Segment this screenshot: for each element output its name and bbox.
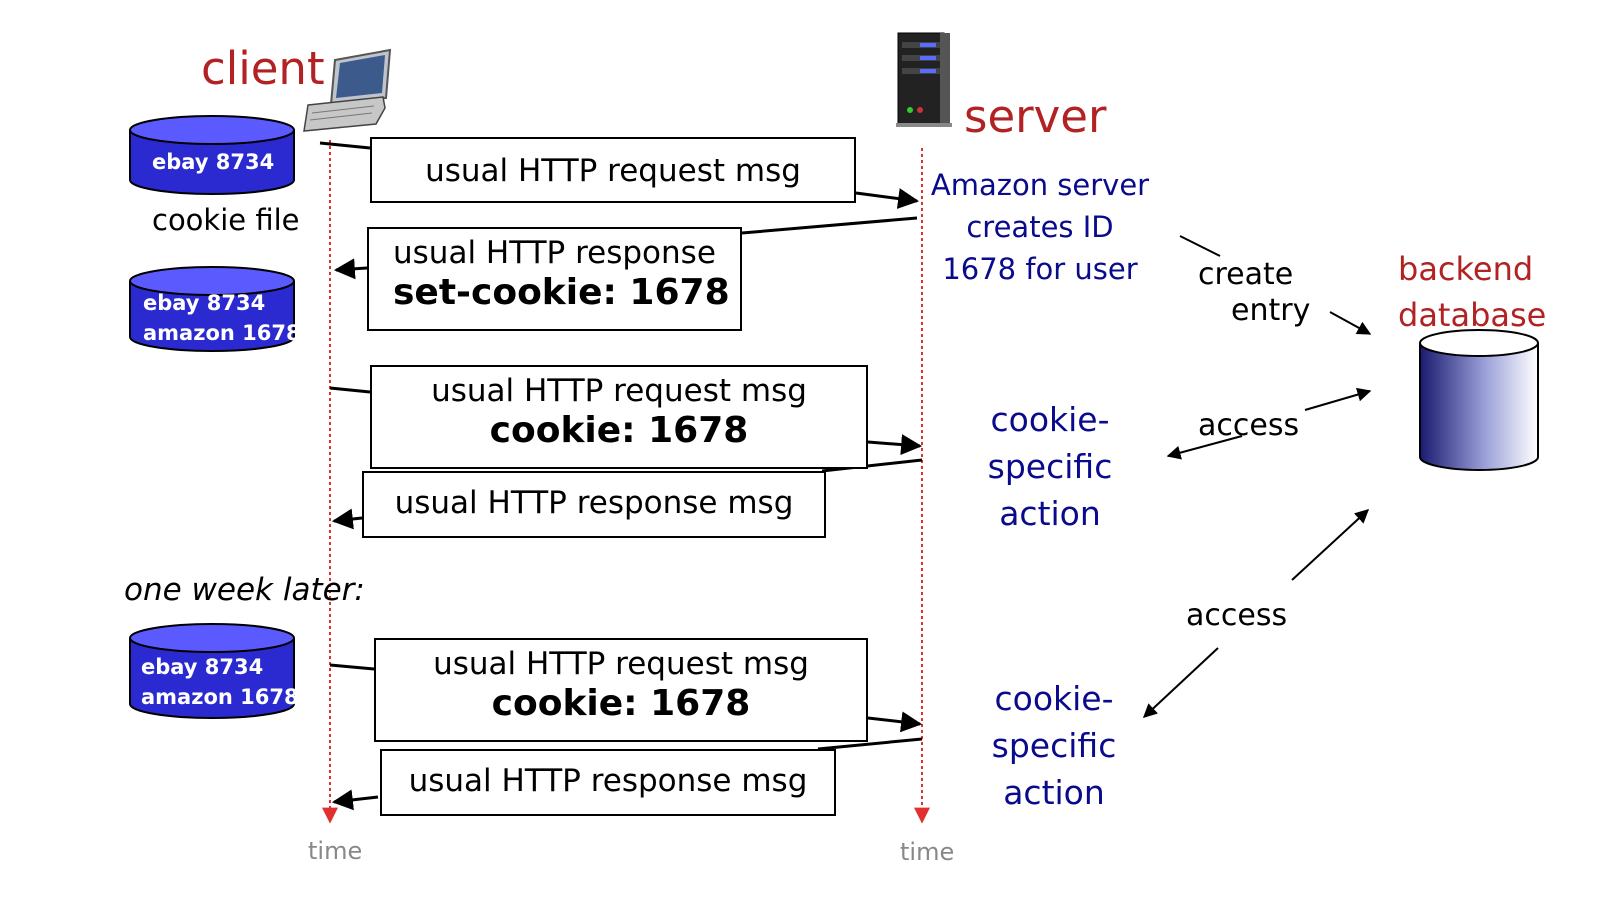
- response-1-arrow: [741, 216, 918, 235]
- cookie-specific-action-1: cookie- specific action: [987, 400, 1113, 533]
- server-create-note: Amazon server creates ID 1678 for user: [930, 168, 1150, 286]
- response-msg-1: usual HTTP response set-cookie: 1678: [367, 227, 742, 331]
- computer-icon: [303, 48, 392, 132]
- backend-database-label: backend database: [1398, 250, 1547, 334]
- access-2-arrow-db: [1291, 509, 1370, 581]
- create-entry-arrow: [1329, 311, 1372, 335]
- cookie-file-caption: cookie file: [152, 203, 300, 237]
- client-time-label: time: [308, 837, 363, 865]
- cookie-file-cylinder-3: [129, 623, 295, 719]
- client-label: client: [201, 42, 325, 95]
- request-2-arrow: [329, 386, 371, 394]
- cookie-file-cylinder-1: [129, 115, 295, 195]
- response-2-arrow: [821, 458, 923, 473]
- access-label-1: access: [1198, 408, 1300, 443]
- create-entry-label-2: entry: [1231, 293, 1311, 328]
- cookie-file-cylinder-2: [129, 266, 295, 352]
- cookie-file-1-text: ebay 8734: [152, 150, 275, 174]
- access-label-2: access: [1186, 598, 1288, 633]
- access-2-arrow-action: [1142, 647, 1219, 718]
- response-msg-2: usual HTTP response msg: [362, 471, 826, 538]
- request-1-arrow: [319, 141, 371, 150]
- server-tower-icon: [896, 32, 952, 127]
- request-3-arrow: [329, 663, 375, 671]
- request-msg-1: usual HTTP request msg: [370, 137, 856, 203]
- access-1-arrow-action: [1166, 435, 1243, 460]
- access-1-arrow-db: [1304, 387, 1372, 411]
- create-entry-connector: [1179, 235, 1221, 257]
- cookie-specific-action-2: cookie- specific action: [991, 679, 1117, 812]
- cookie-file-2-text: ebay 8734 amazon 1678: [143, 291, 301, 345]
- request-msg-2: usual HTTP request msg cookie: 1678: [370, 365, 868, 469]
- cookie-file-3-text: ebay 8734 amazon 1678: [141, 655, 299, 709]
- response-3-arrow: [817, 737, 923, 751]
- server-time-label: time: [900, 838, 955, 866]
- create-entry-label-1: create: [1198, 257, 1294, 292]
- server-label: server: [964, 90, 1107, 143]
- one-week-later-label: one week later:: [124, 572, 365, 608]
- request-msg-3: usual HTTP request msg cookie: 1678: [374, 638, 868, 742]
- backend-database-cylinder: [1419, 329, 1539, 471]
- response-msg-3: usual HTTP response msg: [380, 749, 836, 816]
